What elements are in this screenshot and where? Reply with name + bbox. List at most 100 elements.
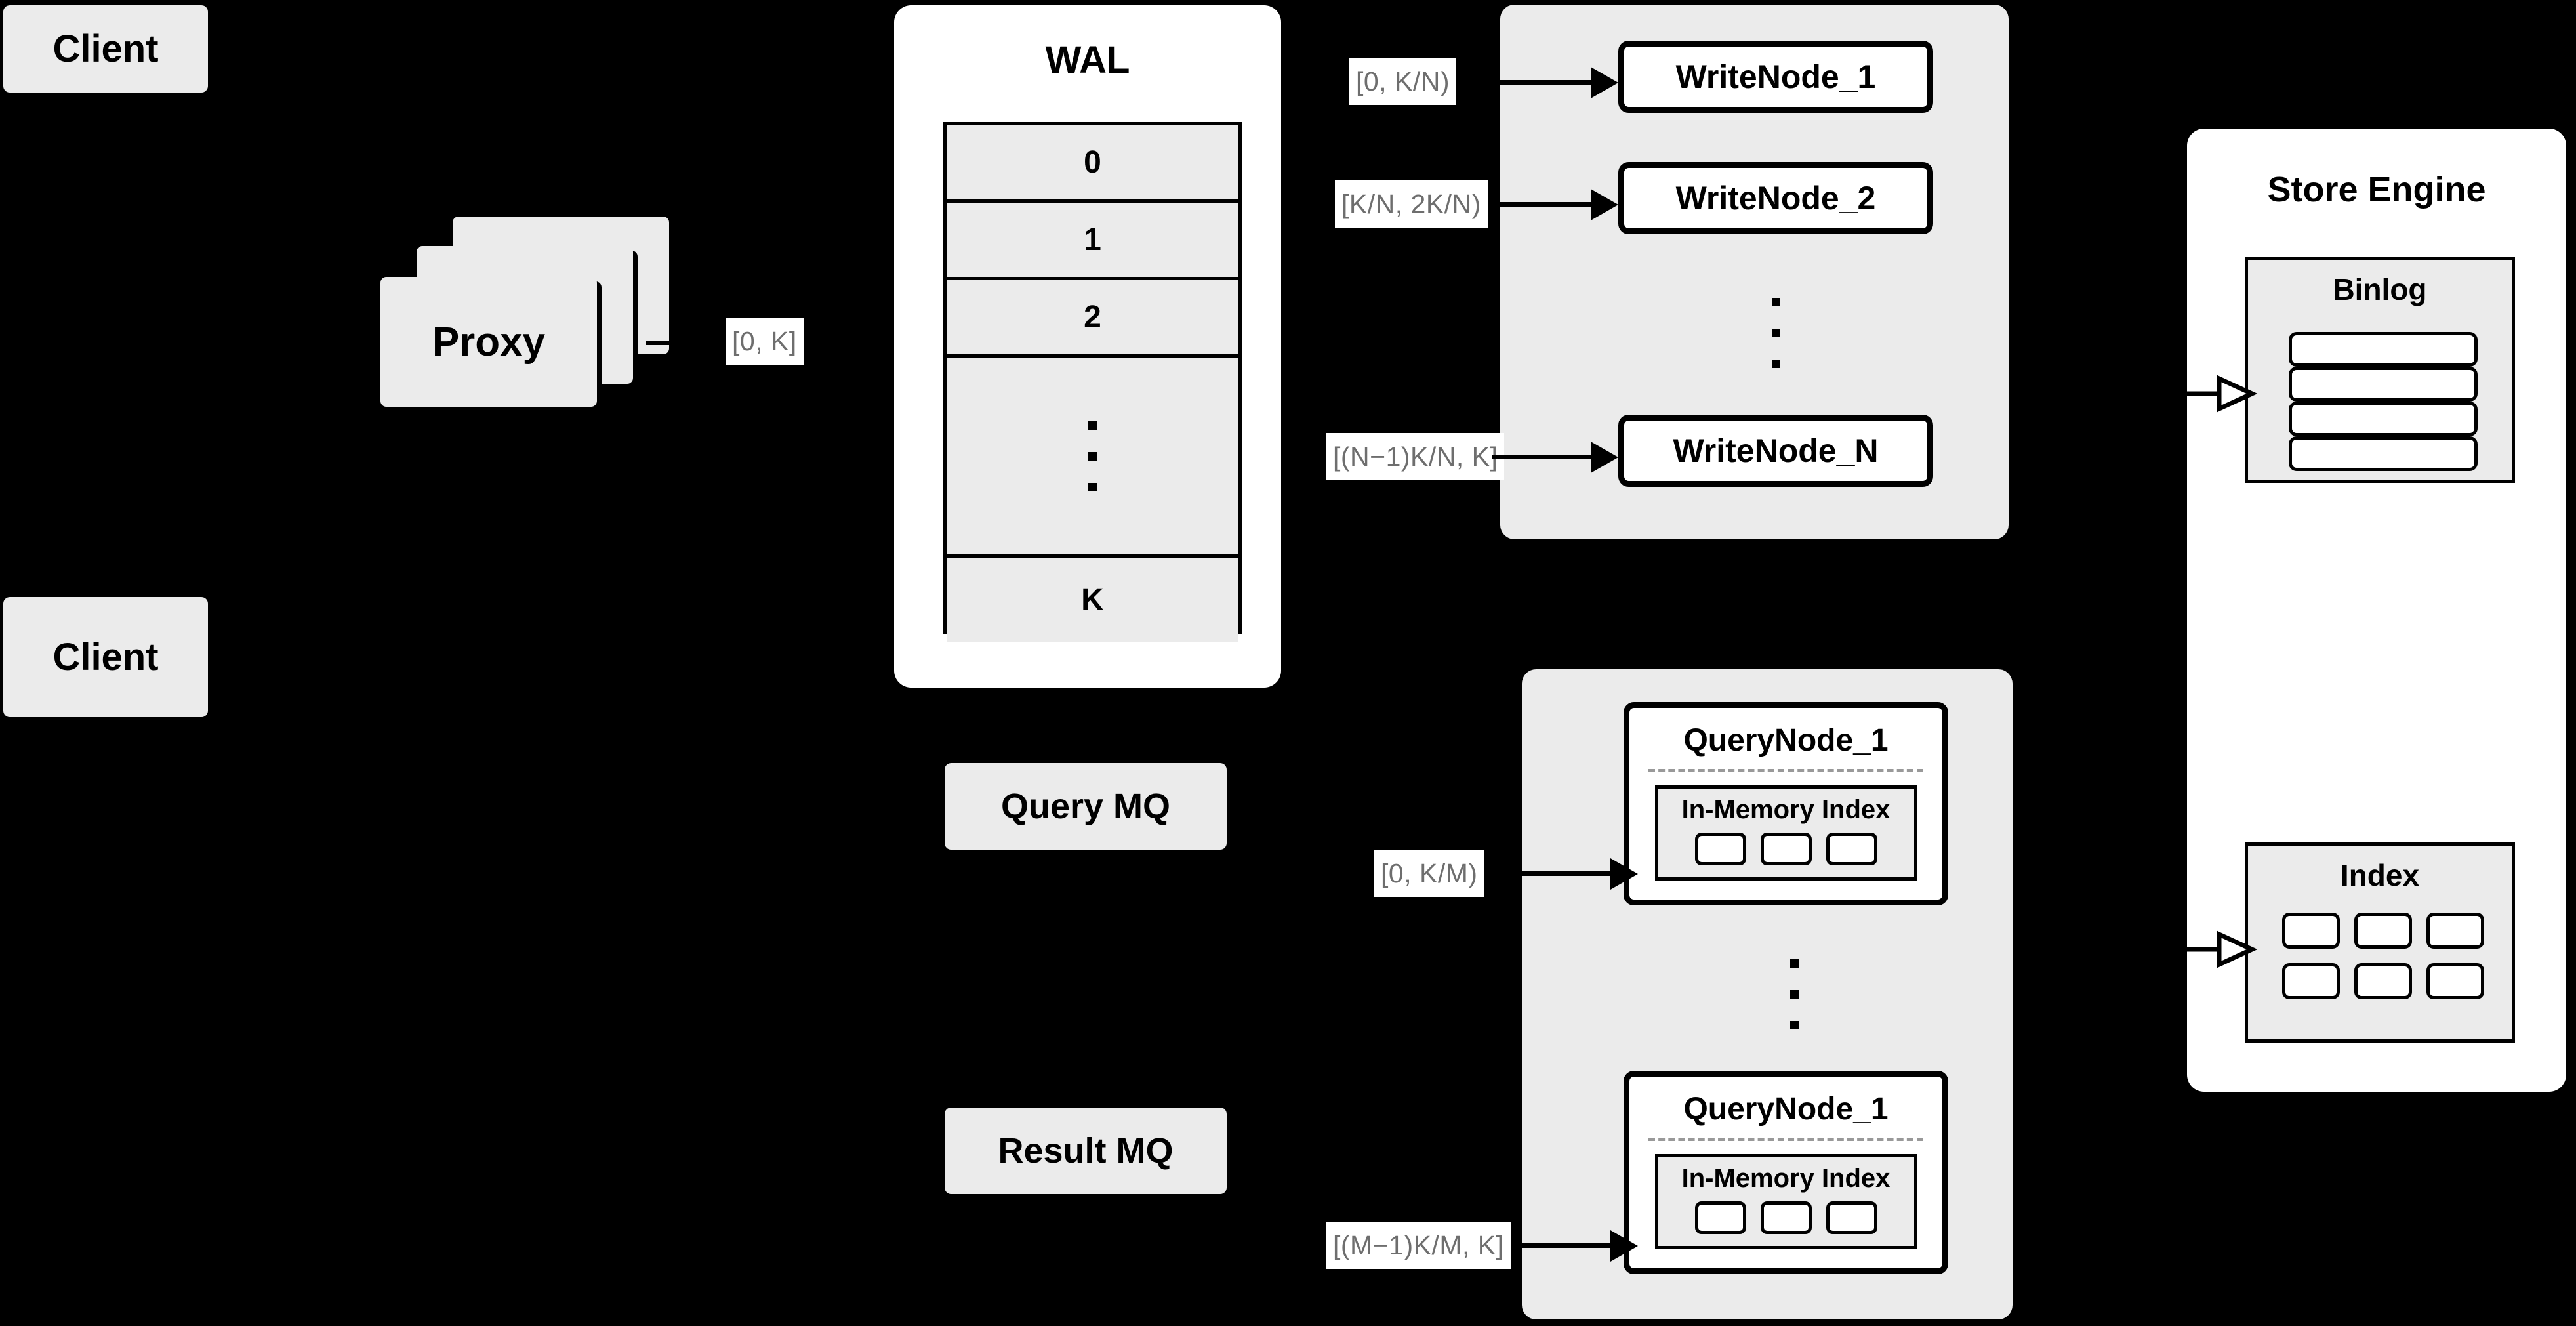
query-node-2[interactable]: QueryNode_1 In-Memory Index (1624, 1071, 1948, 1274)
range-text: [K/N, 2K/N) (1341, 188, 1481, 219)
write-node-2[interactable]: WriteNode_2 (1618, 162, 1933, 234)
query-node-2-range-label: [(M−1)K/M, K] (1326, 1222, 1511, 1269)
write-node-n-range-label: [(N−1)K/N, K] (1326, 433, 1505, 480)
arrow-to-write-node-1 (1492, 80, 1597, 85)
wal-row-2[interactable]: 2 (947, 280, 1238, 358)
index-cell[interactable] (1760, 833, 1812, 865)
write-node-1-range-label: [0, K/N) (1349, 58, 1456, 105)
client-box-2[interactable]: Client (3, 597, 208, 717)
write-node-label: WriteNode_N (1673, 432, 1879, 469)
arrow-to-query-node-2 (1515, 1243, 1617, 1248)
index-cell[interactable] (1826, 833, 1877, 865)
index-cell[interactable] (1694, 833, 1746, 865)
index-cells-grid (2278, 913, 2489, 999)
write-node-1[interactable]: WriteNode_1 (1618, 41, 1933, 113)
index-cell[interactable] (2354, 913, 2412, 949)
ellipsis-dot (1088, 421, 1097, 430)
wal-table: 0 1 2 K (943, 122, 1242, 642)
index-cell[interactable] (2354, 963, 2412, 999)
write-node-label: WriteNode_2 (1675, 180, 1876, 217)
index-panel: Index (2245, 842, 2515, 1043)
index-cell[interactable] (1694, 1201, 1746, 1234)
arrow-to-binlog (2181, 375, 2258, 413)
ellipsis-dot (1789, 1020, 1799, 1029)
proxy-range-label: [0, K] (726, 318, 804, 365)
ellipsis-dot (1789, 959, 1799, 968)
write-node-2-range-label: [K/N, 2K/N) (1335, 180, 1488, 228)
ellipsis-dot (1771, 359, 1780, 368)
index-cell[interactable] (2282, 913, 2340, 949)
result-mq-box[interactable]: Result MQ (945, 1108, 1227, 1194)
wal-entry-label: K (1081, 583, 1104, 617)
range-text: [0, K/N) (1356, 66, 1450, 96)
in-memory-index-cells (1694, 833, 1877, 865)
query-mq-label: Query MQ (1000, 787, 1171, 826)
binlog-panel: Binlog (2245, 257, 2515, 483)
binlog-row[interactable] (2289, 436, 2478, 471)
arrow-to-query-node-1 (1515, 871, 1617, 876)
client-label: Client (52, 636, 159, 678)
query-cluster-container: QueryNode_1 In-Memory Index QueryNode_1 … (1522, 669, 2013, 1319)
in-memory-index-title: In-Memory Index (1681, 795, 1891, 824)
proxy-label: Proxy (432, 319, 546, 365)
proxy-range-text: [0, K] (732, 325, 797, 356)
wal-row-ellipsis (947, 358, 1238, 558)
wal-row-1[interactable]: 1 (947, 203, 1238, 280)
in-memory-index-panel-1: In-Memory Index (1654, 785, 1917, 881)
binlog-rows (2289, 332, 2478, 473)
wal-entry-label: 2 (1084, 300, 1101, 335)
index-cell[interactable] (2426, 963, 2484, 999)
query-cluster-ellipsis (1781, 932, 1807, 1056)
index-title: Index (2340, 858, 2420, 892)
wal-row-k[interactable]: K (947, 558, 1238, 642)
binlog-row[interactable] (2289, 332, 2478, 367)
index-cell[interactable] (1826, 1201, 1877, 1234)
arrowhead-query-node-1 (1610, 858, 1638, 890)
write-node-n[interactable]: WriteNode_N (1618, 415, 1933, 487)
query-node-1[interactable]: QueryNode_1 In-Memory Index (1624, 702, 1948, 905)
in-memory-index-panel-2: In-Memory Index (1654, 1154, 1917, 1249)
binlog-title: Binlog (2333, 272, 2427, 306)
ellipsis-dot (1771, 328, 1780, 337)
result-mq-label: Result MQ (998, 1131, 1174, 1171)
query-mq-box[interactable]: Query MQ (945, 763, 1227, 850)
index-cell[interactable] (2282, 963, 2340, 999)
write-cluster-container: WriteNode_1 WriteNode_2 WriteNode_N (1500, 5, 2009, 539)
in-memory-index-cells (1694, 1201, 1877, 1234)
client-box-1[interactable]: Client (3, 5, 208, 93)
ellipsis-dot (1789, 989, 1799, 999)
query-node-label: QueryNode_1 (1683, 1092, 1889, 1127)
proxy-stack[interactable]: Proxy (380, 217, 669, 433)
binlog-row[interactable] (2289, 402, 2478, 436)
ellipsis-dot (1088, 451, 1097, 461)
wal-panel: WAL 0 1 2 K (894, 5, 1281, 688)
arrowhead-write-node-2 (1591, 189, 1618, 220)
arrowhead-write-node-1 (1591, 67, 1618, 98)
write-node-label: WriteNode_1 (1675, 58, 1876, 95)
store-engine-panel: Store Engine Binlog Index (2187, 129, 2566, 1092)
index-cell[interactable] (2426, 913, 2484, 949)
ellipsis-dot (1088, 482, 1097, 491)
proxy-wal-connector (646, 341, 672, 345)
arrow-to-write-node-n (1492, 455, 1597, 459)
write-cluster-ellipsis (1763, 270, 1789, 395)
arrowhead-query-node-2 (1610, 1230, 1638, 1262)
range-text: [0, K/M) (1381, 858, 1478, 888)
arrow-to-index (2181, 930, 2258, 968)
query-node-divider (1648, 1138, 1924, 1141)
in-memory-index-title: In-Memory Index (1681, 1164, 1891, 1193)
wal-row-0[interactable]: 0 (947, 125, 1238, 203)
wal-entry-label: 1 (1084, 222, 1101, 257)
query-node-divider (1648, 769, 1924, 772)
arrowhead-write-node-n (1591, 442, 1618, 473)
query-node-label: QueryNode_1 (1683, 723, 1889, 758)
wal-entry-label: 0 (1084, 145, 1101, 180)
binlog-row[interactable] (2289, 367, 2478, 402)
index-cell[interactable] (1760, 1201, 1812, 1234)
query-node-1-range-label: [0, K/M) (1374, 850, 1484, 897)
proxy-card-front: Proxy (380, 277, 597, 407)
range-text: [(M−1)K/M, K] (1333, 1230, 1504, 1260)
ellipsis-dot (1771, 297, 1780, 306)
client-label: Client (52, 28, 159, 70)
